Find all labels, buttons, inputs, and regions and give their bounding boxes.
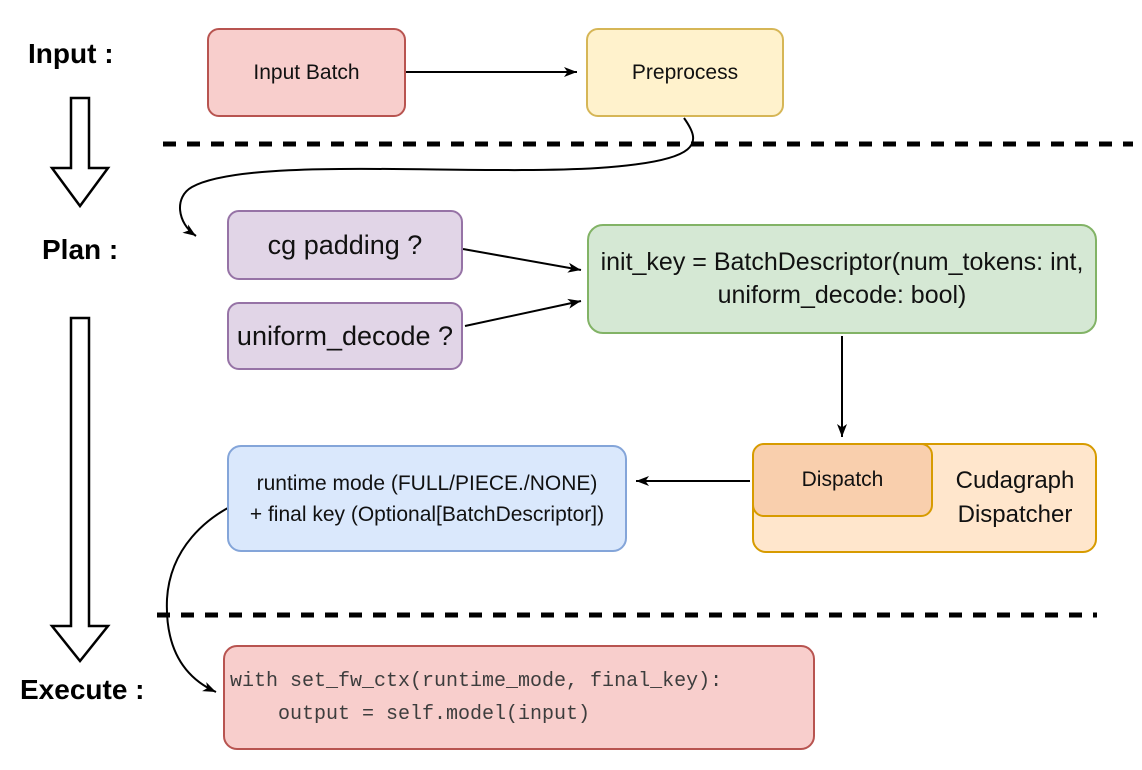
arrow-cg-padding-to-init-key [462,248,582,273]
stage-arrow-input-to-plan-icon [49,96,111,209]
stage-label-input: Input : [28,38,114,69]
cudagraph-label-line1: Cudagraph [955,467,1075,494]
node-input-batch-label: Input Batch [253,60,360,84]
node-init-key: init_key = BatchDescriptor(num_tokens: i… [587,224,1097,334]
node-preprocess: Preprocess [586,28,784,117]
arrow-preprocess-to-cg-padding [179,117,695,237]
node-init-key-line2: uniform_decode: bool) [717,281,967,309]
node-dispatch: Dispatch [752,443,933,517]
node-preprocess-label: Preprocess [631,60,739,84]
node-init-key-line1: init_key = BatchDescriptor(num_tokens: i… [600,248,1084,276]
arrow-uniform-decode-to-init-key [464,298,582,327]
cudagraph-label-line2: Dispatcher [957,501,1073,528]
node-runtime-mode-final-key: runtime mode (FULL/PIECE./NONE) + final … [227,445,627,552]
node-runtime-mode-line1: runtime mode (FULL/PIECE./NONE) [256,471,598,495]
node-uniform-decode: uniform_decode ? [227,302,463,370]
execute-code-line2: output = self.model(input) [230,702,591,726]
node-cg-padding: cg padding ? [227,210,463,280]
stage-arrow-plan-to-execute-icon [49,316,111,664]
arrow-runtime-mode-to-execute-code [165,500,243,693]
stage-label-plan: Plan : [42,234,119,265]
node-execute-code: with set_fw_ctx(runtime_mode, final_key)… [223,645,815,750]
node-runtime-mode-line2: + final key (Optional[BatchDescriptor]) [249,502,605,526]
node-cudagraph-dispatcher-label: Cudagraph Dispatcher [933,443,1097,553]
node-uniform-decode-label: uniform_decode ? [236,320,454,351]
node-dispatch-label: Dispatch [801,468,884,491]
node-cg-padding-label: cg padding ? [267,229,423,260]
stage-label-execute: Execute : [20,674,145,705]
execute-code-line1: with set_fw_ctx(runtime_mode, final_key)… [230,669,723,693]
node-input-batch: Input Batch [207,28,406,117]
